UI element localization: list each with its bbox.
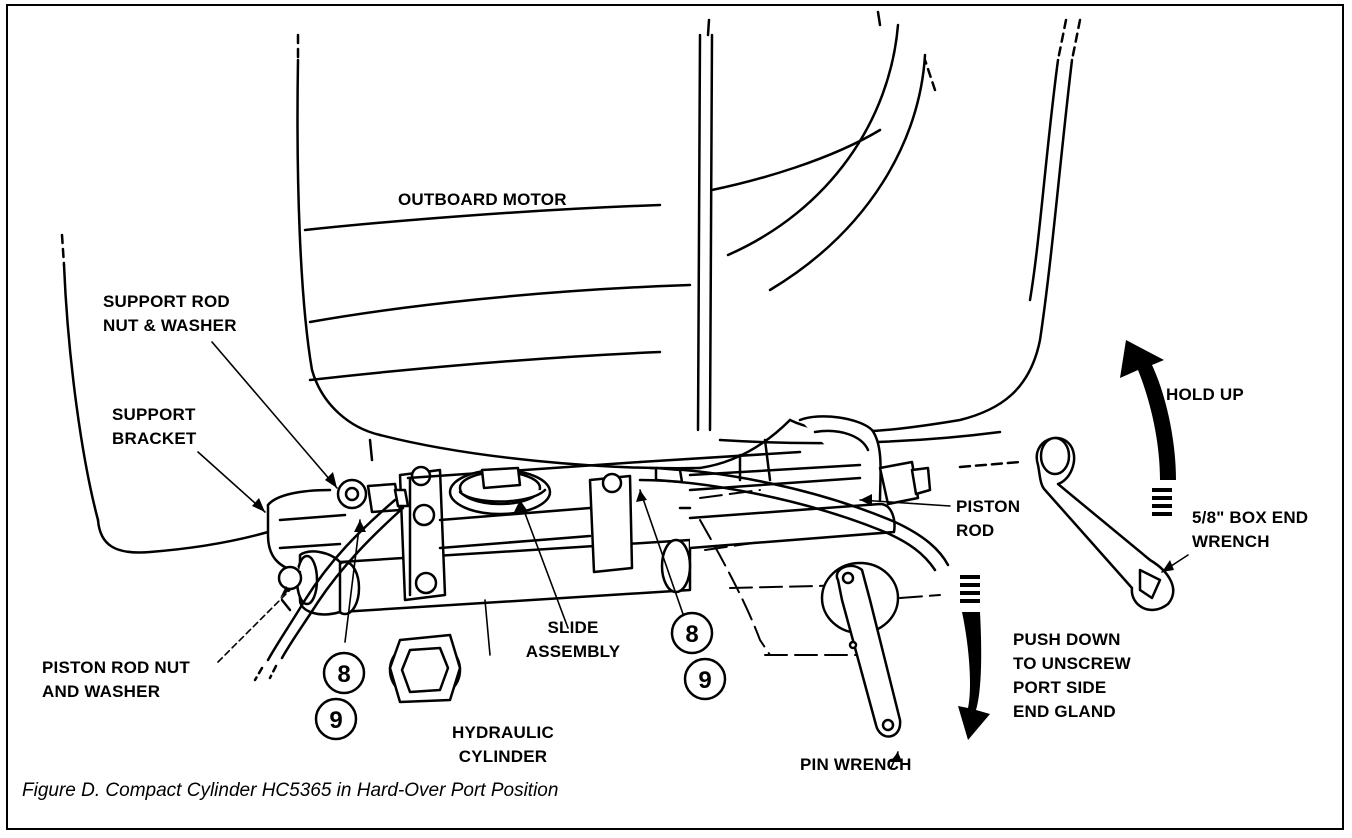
label-push-down-line4: END GLAND bbox=[1013, 702, 1116, 721]
callout-right-top-ring bbox=[670, 611, 714, 655]
push-down-arrow bbox=[958, 575, 990, 740]
label-hold-up: HOLD UP bbox=[1166, 385, 1244, 404]
callout-circles bbox=[314, 611, 727, 741]
swing-extension-lines bbox=[699, 489, 941, 656]
end-gland-nut bbox=[388, 633, 462, 704]
callout-right-bottom-ring bbox=[683, 657, 727, 701]
label-box-end-wrench-line2: WRENCH bbox=[1192, 532, 1270, 551]
figure-caption: Figure D. Compact Cylinder HC5365 in Har… bbox=[22, 780, 559, 801]
label-outboard-motor: OUTBOARD MOTOR bbox=[398, 190, 567, 209]
callout-right-bottom: 9 bbox=[698, 667, 711, 694]
label-piston-rod-nut-line2: AND WASHER bbox=[42, 682, 160, 701]
slide-assembly bbox=[448, 466, 552, 516]
label-box-end-wrench-line1: 5/8" BOX END bbox=[1192, 508, 1308, 527]
callout-left-bottom: 9 bbox=[329, 707, 342, 734]
label-support-rod-line2: NUT & WASHER bbox=[103, 316, 237, 335]
label-pin-wrench: PIN WRENCH bbox=[800, 755, 912, 774]
hold-up-arrow bbox=[1120, 340, 1176, 516]
callout-right-top: 8 bbox=[685, 621, 698, 648]
label-slide-assembly-line2: ASSEMBLY bbox=[526, 642, 621, 661]
figure-frame bbox=[6, 4, 1344, 830]
callout-left-top: 8 bbox=[337, 661, 350, 688]
label-support-bracket-line2: BRACKET bbox=[112, 429, 197, 448]
label-push-down-line3: PORT SIDE bbox=[1013, 678, 1106, 697]
leader-arrowheads bbox=[252, 472, 1174, 762]
label-piston-rod-line2: ROD bbox=[956, 521, 994, 540]
label-slide-assembly-line1: SLIDE bbox=[547, 618, 598, 637]
label-piston-rod-nut-line1: PISTON ROD NUT bbox=[42, 658, 190, 677]
pin-wrench-tool bbox=[820, 561, 902, 738]
label-hydraulic-cylinder-line1: HYDRAULIC bbox=[452, 723, 554, 742]
label-hydraulic-cylinder-line2: CYLINDER bbox=[459, 747, 548, 766]
label-push-down-line2: TO UNSCREW bbox=[1013, 654, 1132, 673]
hydraulic-cylinder bbox=[266, 415, 932, 616]
outboard-motor-outline bbox=[60, 10, 1082, 554]
callout-left-top-ring bbox=[322, 651, 366, 695]
label-piston-rod-line1: PISTON bbox=[956, 497, 1020, 516]
box-end-wrench-tool bbox=[1035, 436, 1175, 612]
callout-left-bottom-ring bbox=[314, 697, 358, 741]
hydraulic-hoses bbox=[253, 466, 950, 682]
label-support-bracket-line1: SUPPORT bbox=[112, 405, 196, 424]
label-support-rod-line1: SUPPORT ROD bbox=[103, 292, 230, 311]
label-push-down-line1: PUSH DOWN bbox=[1013, 630, 1121, 649]
